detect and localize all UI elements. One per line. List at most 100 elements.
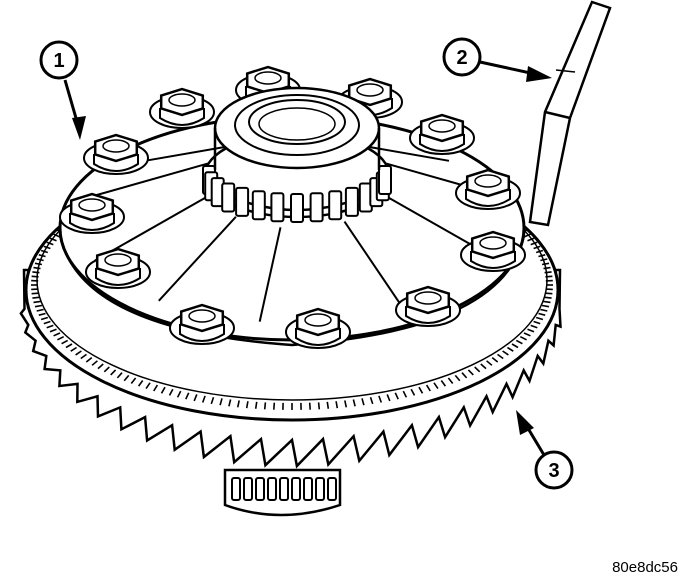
serration [36,308,44,312]
bearing-roller [291,477,301,501]
serration [43,320,51,325]
serration [544,271,552,274]
bearing-roller [303,477,313,501]
serration [160,386,166,394]
serration [75,350,82,356]
serration [32,296,40,299]
serration [176,390,182,398]
bolt [169,303,235,345]
serration [53,332,61,337]
serration [33,300,41,304]
serration [540,308,548,312]
serration [523,332,531,337]
serration [535,316,544,321]
bearing-roller [279,477,289,501]
serration [386,394,391,402]
serration [378,395,383,403]
serration [65,343,73,349]
serration [454,374,461,382]
serration [418,386,424,394]
serration [168,388,174,396]
serration [36,258,44,262]
serration [123,374,130,382]
serration [506,346,514,352]
case-rib [258,227,282,322]
serration [544,296,552,299]
serration [425,384,431,392]
serration [410,388,416,396]
serration [447,377,454,384]
bolt [460,230,526,272]
serration [273,402,276,410]
serration [153,384,159,392]
bolt [83,133,149,175]
serration [228,399,232,407]
serration [461,372,468,379]
serration [361,398,365,406]
ring-gear-bolts [59,65,526,349]
bearing-roller [221,182,236,213]
serration [402,390,408,398]
serration [491,356,499,363]
serration [34,304,43,308]
serration [541,304,550,308]
serration [97,363,104,370]
serration [32,271,40,274]
serration [210,396,215,405]
serration [480,363,487,370]
serration [193,394,198,402]
bolt [85,247,151,289]
serration [533,245,541,250]
serration [40,316,49,321]
serration [201,395,206,403]
serration [538,254,546,258]
bolt [59,192,125,234]
callout-2: 2 [442,37,552,82]
serration [185,392,190,400]
bearing-roller [235,186,250,217]
serration [543,300,551,304]
lower-bearing [223,468,342,517]
serration [219,398,223,406]
case-flange-lower-edge [58,234,526,347]
serration [57,335,65,341]
serration [85,356,93,363]
serration [103,366,110,373]
serration [254,401,258,409]
bearing-roller [309,192,324,223]
serration [116,372,123,379]
pry-tool [528,0,612,227]
serration [530,324,538,329]
serration [326,401,330,409]
callout-1: 1 [39,40,86,140]
serration [523,233,531,238]
serration [308,402,311,410]
figure-reference-code: 80e8dc56 [612,559,678,576]
serration [394,392,399,400]
serration [31,292,39,295]
callout-3: 3 [516,410,574,490]
serration [527,328,535,333]
bearing-roller [315,477,325,501]
serration [433,382,439,390]
bearing-roller [327,477,337,501]
serration [543,266,551,270]
bearing-roller [270,192,285,223]
tone-ring-serrations [31,218,553,410]
bearing-roller [243,477,253,501]
serration [49,328,57,333]
bolt [409,113,475,155]
serration [486,360,493,366]
serration [33,266,41,270]
callout-2-label: 2 [456,47,467,69]
serration [344,400,348,408]
case-rib [343,221,406,311]
serration [474,366,481,373]
serration [538,312,546,316]
serration [335,401,339,409]
serration [515,339,523,345]
case-rib [158,216,237,302]
callout-3-label: 3 [548,460,559,482]
bearing-roller [290,193,304,223]
bearing-roller [267,477,277,501]
